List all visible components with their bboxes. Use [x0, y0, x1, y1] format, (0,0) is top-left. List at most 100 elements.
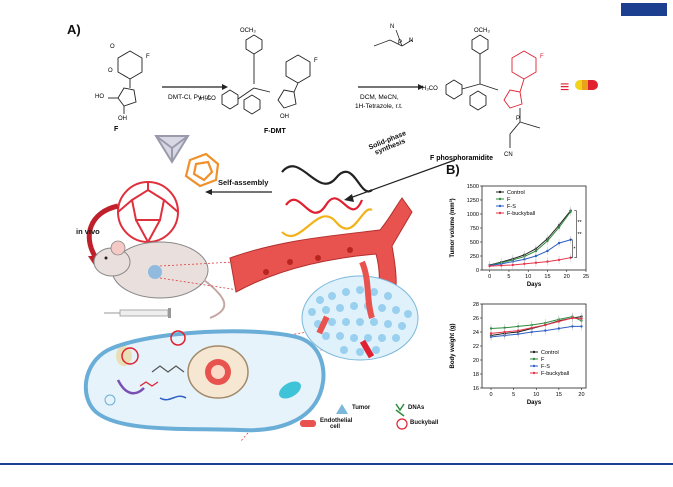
atom-h3co: H₃CO — [422, 86, 438, 92]
atom-cn: CN — [504, 152, 513, 158]
y-tick-label: 1250 — [467, 198, 479, 204]
data-point — [489, 327, 493, 330]
legend-marker — [532, 357, 536, 361]
x-tick-label: 20 — [578, 392, 584, 398]
data-point — [557, 258, 561, 262]
x-tick-label: 15 — [544, 274, 550, 280]
x-axis-label: Days — [527, 282, 542, 288]
x-tick-label: 0 — [490, 392, 493, 398]
in-vivo-label: in vivo — [76, 227, 100, 236]
legend-label: Control — [541, 350, 559, 356]
legend-endothelial: Endothelial cell — [320, 418, 352, 430]
molecule-phosphoramidite-label: F phosphoramidite — [430, 155, 493, 162]
legend-marker — [532, 350, 536, 354]
y-tick-label: 500 — [470, 240, 479, 246]
molecule-fdmt-label: F-DMT — [264, 128, 286, 135]
x-tick-label: 0 — [488, 274, 491, 280]
significance-bracket — [574, 210, 577, 258]
atom-f: F — [314, 58, 318, 64]
pill-icon — [575, 80, 598, 90]
atom-p: P — [398, 40, 402, 46]
legend-label: F-S — [507, 204, 516, 210]
atom-och3: OCH₃ — [474, 28, 490, 34]
atom-o: O — [110, 44, 115, 50]
data-point — [580, 317, 583, 320]
data-point — [523, 258, 526, 261]
y-tick-label: 16 — [473, 386, 479, 392]
data-point — [546, 260, 549, 263]
data-point — [516, 325, 520, 328]
atom-och3: OCH₃ — [240, 28, 256, 34]
significance-marker: ** — [577, 220, 582, 226]
legend-marker — [498, 190, 502, 194]
y-tick-label: 1000 — [467, 212, 479, 218]
y-axis-label: Tumor volume (mm³) — [449, 198, 456, 257]
data-point — [516, 329, 520, 332]
atom-n: N — [409, 38, 413, 44]
data-point — [534, 249, 538, 253]
y-tick-label: 26 — [473, 316, 479, 322]
step1-conditions: DMT-Cl, Py, r.t. — [168, 94, 212, 101]
atom-oh: OH — [280, 114, 289, 120]
data-point — [500, 264, 503, 267]
data-point — [557, 327, 561, 330]
significance-marker: * — [573, 247, 576, 253]
series-line-f — [491, 316, 582, 329]
dna-helix-illustration — [281, 165, 373, 238]
scheme-svg: O F O HO OH F DMT-Cl, Py, r.t. OCH₃ H₃CO… — [83, 24, 598, 443]
x-tick-label: 25 — [583, 274, 589, 280]
data-point — [571, 325, 574, 328]
series-line-f — [489, 211, 571, 266]
atom-ho: HO — [95, 94, 104, 100]
legend-label: F — [541, 357, 545, 363]
series-line-f-buckyball — [489, 257, 571, 267]
significance-bracket — [570, 239, 573, 258]
atom-o: O — [108, 68, 113, 74]
molecule-phosphoramidite-structure — [445, 34, 541, 148]
y-tick-label: 250 — [470, 254, 479, 260]
uracil-ring-red — [503, 50, 537, 109]
data-point — [534, 254, 538, 258]
legend-marker — [532, 364, 536, 368]
legend-marker — [498, 197, 502, 201]
data-point — [557, 226, 561, 229]
y-tick-label: 1500 — [467, 184, 479, 190]
y-tick-label: 18 — [473, 372, 479, 378]
x-tick-label: 20 — [564, 274, 570, 280]
blood-vessel-illustration — [229, 197, 413, 303]
data-point — [580, 325, 583, 328]
legend-dnas: DNAs — [408, 405, 425, 411]
legend-marker — [532, 371, 536, 375]
legend-endothelial-line2: cell — [330, 424, 341, 430]
y-axis-label: Body weight (g) — [450, 324, 456, 369]
molecule-f-structure — [108, 50, 143, 114]
atom-n: N — [390, 24, 394, 30]
legend-label: Control — [507, 190, 525, 196]
data-point — [546, 239, 549, 243]
atom-oh: OH — [118, 116, 127, 122]
arrow-in-vivo — [86, 203, 119, 260]
endothelium-cluster — [301, 260, 419, 361]
data-point — [557, 320, 561, 323]
panel-a-label: A) — [67, 22, 81, 37]
data-point — [489, 332, 493, 335]
series-line-f-s — [489, 239, 571, 267]
data-point — [534, 261, 538, 264]
data-point — [571, 316, 574, 320]
step2-conditions-line1: DCM, MeCN, — [360, 94, 399, 101]
series-line-control — [489, 210, 571, 266]
data-point — [544, 329, 547, 332]
tetrazole-reagent-structure — [373, 29, 413, 47]
legend-label: F-S — [541, 364, 550, 370]
orange-cage-illustration — [184, 152, 220, 188]
y-tick-label: 0 — [476, 268, 479, 274]
y-tick-label: 20 — [473, 358, 479, 364]
molecule-fdmt-structure — [221, 34, 311, 115]
x-tick-label: 15 — [556, 392, 562, 398]
x-tick-label: 10 — [525, 274, 531, 280]
legend-endothelial-line1: Endothelial — [320, 418, 353, 424]
x-tick-label: 5 — [512, 392, 515, 398]
significance-marker: ** — [577, 232, 582, 238]
